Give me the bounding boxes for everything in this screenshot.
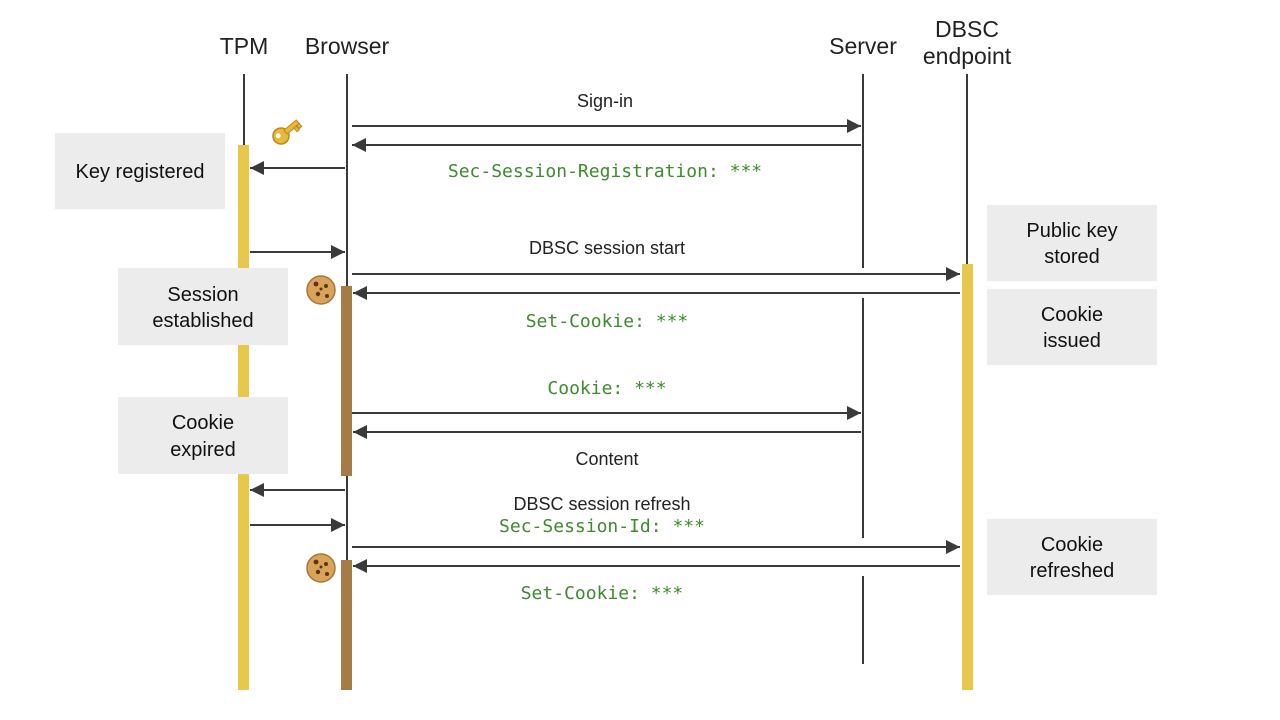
note-session-established-line1: Session — [167, 284, 238, 306]
note-public-key-stored-line2: stored — [1044, 246, 1100, 268]
participant-tpm-label: TPM — [220, 33, 269, 59]
msg-session-start-label: DBSC session start — [529, 238, 685, 258]
note-session-established — [118, 268, 288, 345]
msg-sign-in-label: Sign-in — [577, 91, 633, 111]
note-public-key-stored-line1: Public key — [1026, 220, 1117, 242]
participant-dbsc-label-line2: endpoint — [923, 43, 1012, 69]
note-cookie-issued-line1: Cookie — [1041, 304, 1103, 326]
msg-session-refresh-label: DBSC session refresh — [513, 494, 690, 514]
participant-dbsc-label-line1: DBSC — [935, 16, 999, 42]
participant-server-label: Server — [829, 33, 897, 59]
note-cookie-issued — [987, 289, 1157, 365]
msg-session-registration-label: Sec-Session-Registration: *** — [448, 161, 762, 182]
note-cookie-refreshed — [987, 519, 1157, 595]
participant-browser-label: Browser — [305, 33, 390, 59]
note-cookie-issued-line2: issued — [1043, 330, 1101, 352]
note-session-established-line2: established — [152, 310, 253, 332]
activation-browser-1 — [341, 286, 352, 476]
msg-session-id-label: Sec-Session-Id: *** — [499, 516, 705, 537]
note-key-registered — [55, 133, 225, 209]
cookie-icon — [306, 553, 336, 583]
note-cookie-expired-line2: expired — [170, 439, 236, 461]
msg-content-label: Content — [575, 449, 638, 469]
activation-dbsc — [962, 264, 973, 690]
msg-set-cookie-2-label: Set-Cookie: *** — [521, 583, 684, 604]
cookie-icon — [306, 275, 336, 305]
note-cookie-refreshed-line1: Cookie — [1041, 534, 1103, 556]
note-cookie-refreshed-line2: refreshed — [1030, 560, 1115, 582]
note-public-key-stored — [987, 205, 1157, 281]
note-key-registered-text: Key registered — [76, 161, 205, 183]
msg-cookie-label: Cookie: *** — [547, 378, 666, 399]
note-cookie-expired — [118, 397, 288, 474]
note-cookie-expired-line1: Cookie — [172, 412, 234, 434]
key-icon — [272, 119, 303, 145]
activation-browser-2 — [341, 560, 352, 690]
msg-set-cookie-1-label: Set-Cookie: *** — [526, 311, 689, 332]
